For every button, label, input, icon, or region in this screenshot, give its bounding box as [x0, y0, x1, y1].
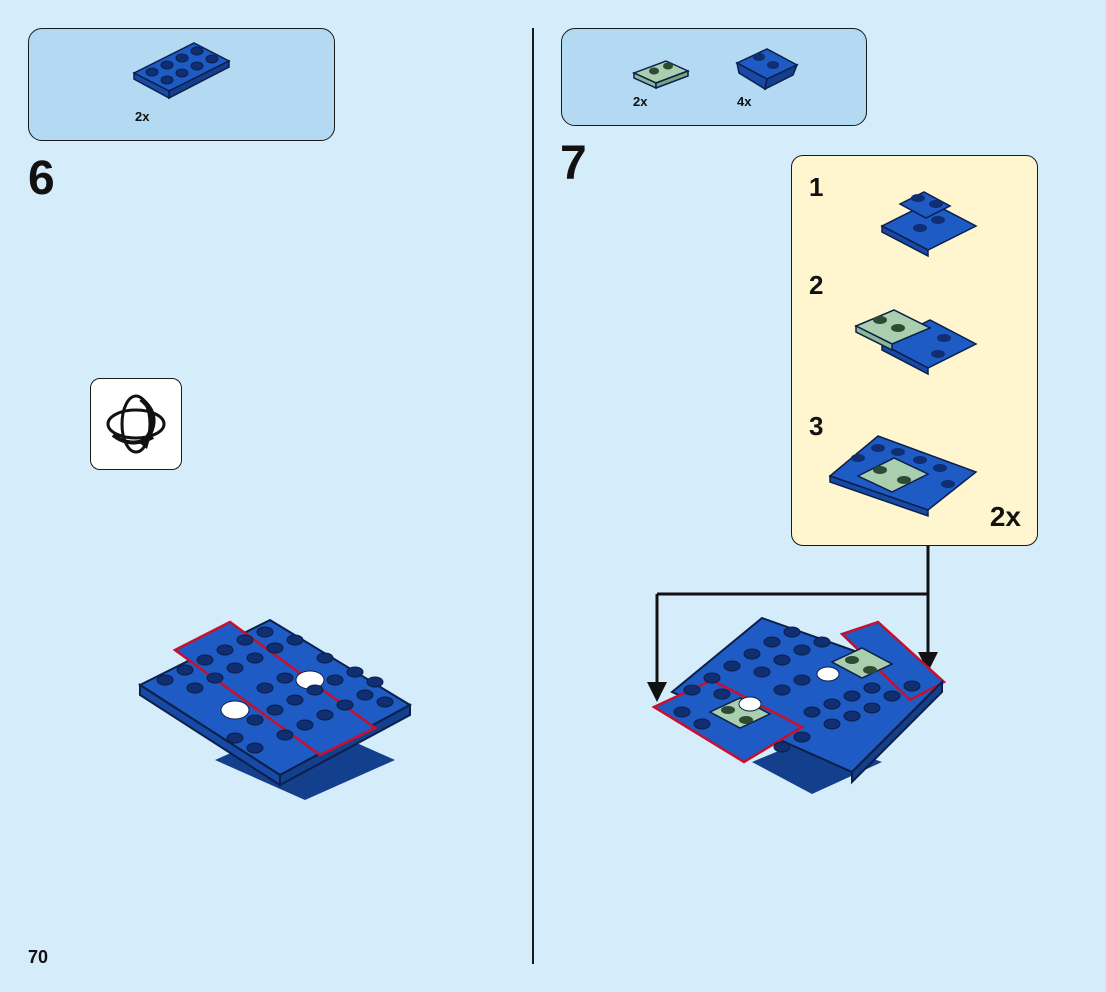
part-quantity: 2x [135, 109, 149, 124]
rotate-icon [101, 389, 171, 459]
page-number: 70 [28, 947, 48, 968]
step-number: 7 [560, 140, 587, 188]
part-quantity: 4x [737, 94, 751, 109]
rotate-model-callout [90, 378, 182, 470]
blue-plate-2x4-part [134, 43, 234, 103]
step-number: 6 [28, 155, 55, 203]
subassembly-multiplier: 2x [990, 501, 1021, 533]
substep-number: 2 [809, 270, 823, 301]
substep-number: 1 [809, 172, 823, 203]
page-divider [532, 28, 534, 964]
part-quantity: 2x [633, 94, 647, 109]
step7-parts-box: 2x 4x [561, 28, 867, 126]
substep1-model [880, 178, 980, 258]
step6-parts-box: 2x [28, 28, 335, 141]
substep-number: 3 [809, 411, 823, 442]
step7-model [652, 612, 947, 797]
blue-slope-inverted-part [735, 45, 799, 91]
sand-green-plate-1x2-part [632, 59, 692, 89]
step6-model [135, 610, 415, 800]
substep2-model [854, 296, 978, 376]
substep3-model [828, 428, 978, 518]
subassembly-callout: 1 2 3 2x [791, 155, 1038, 546]
